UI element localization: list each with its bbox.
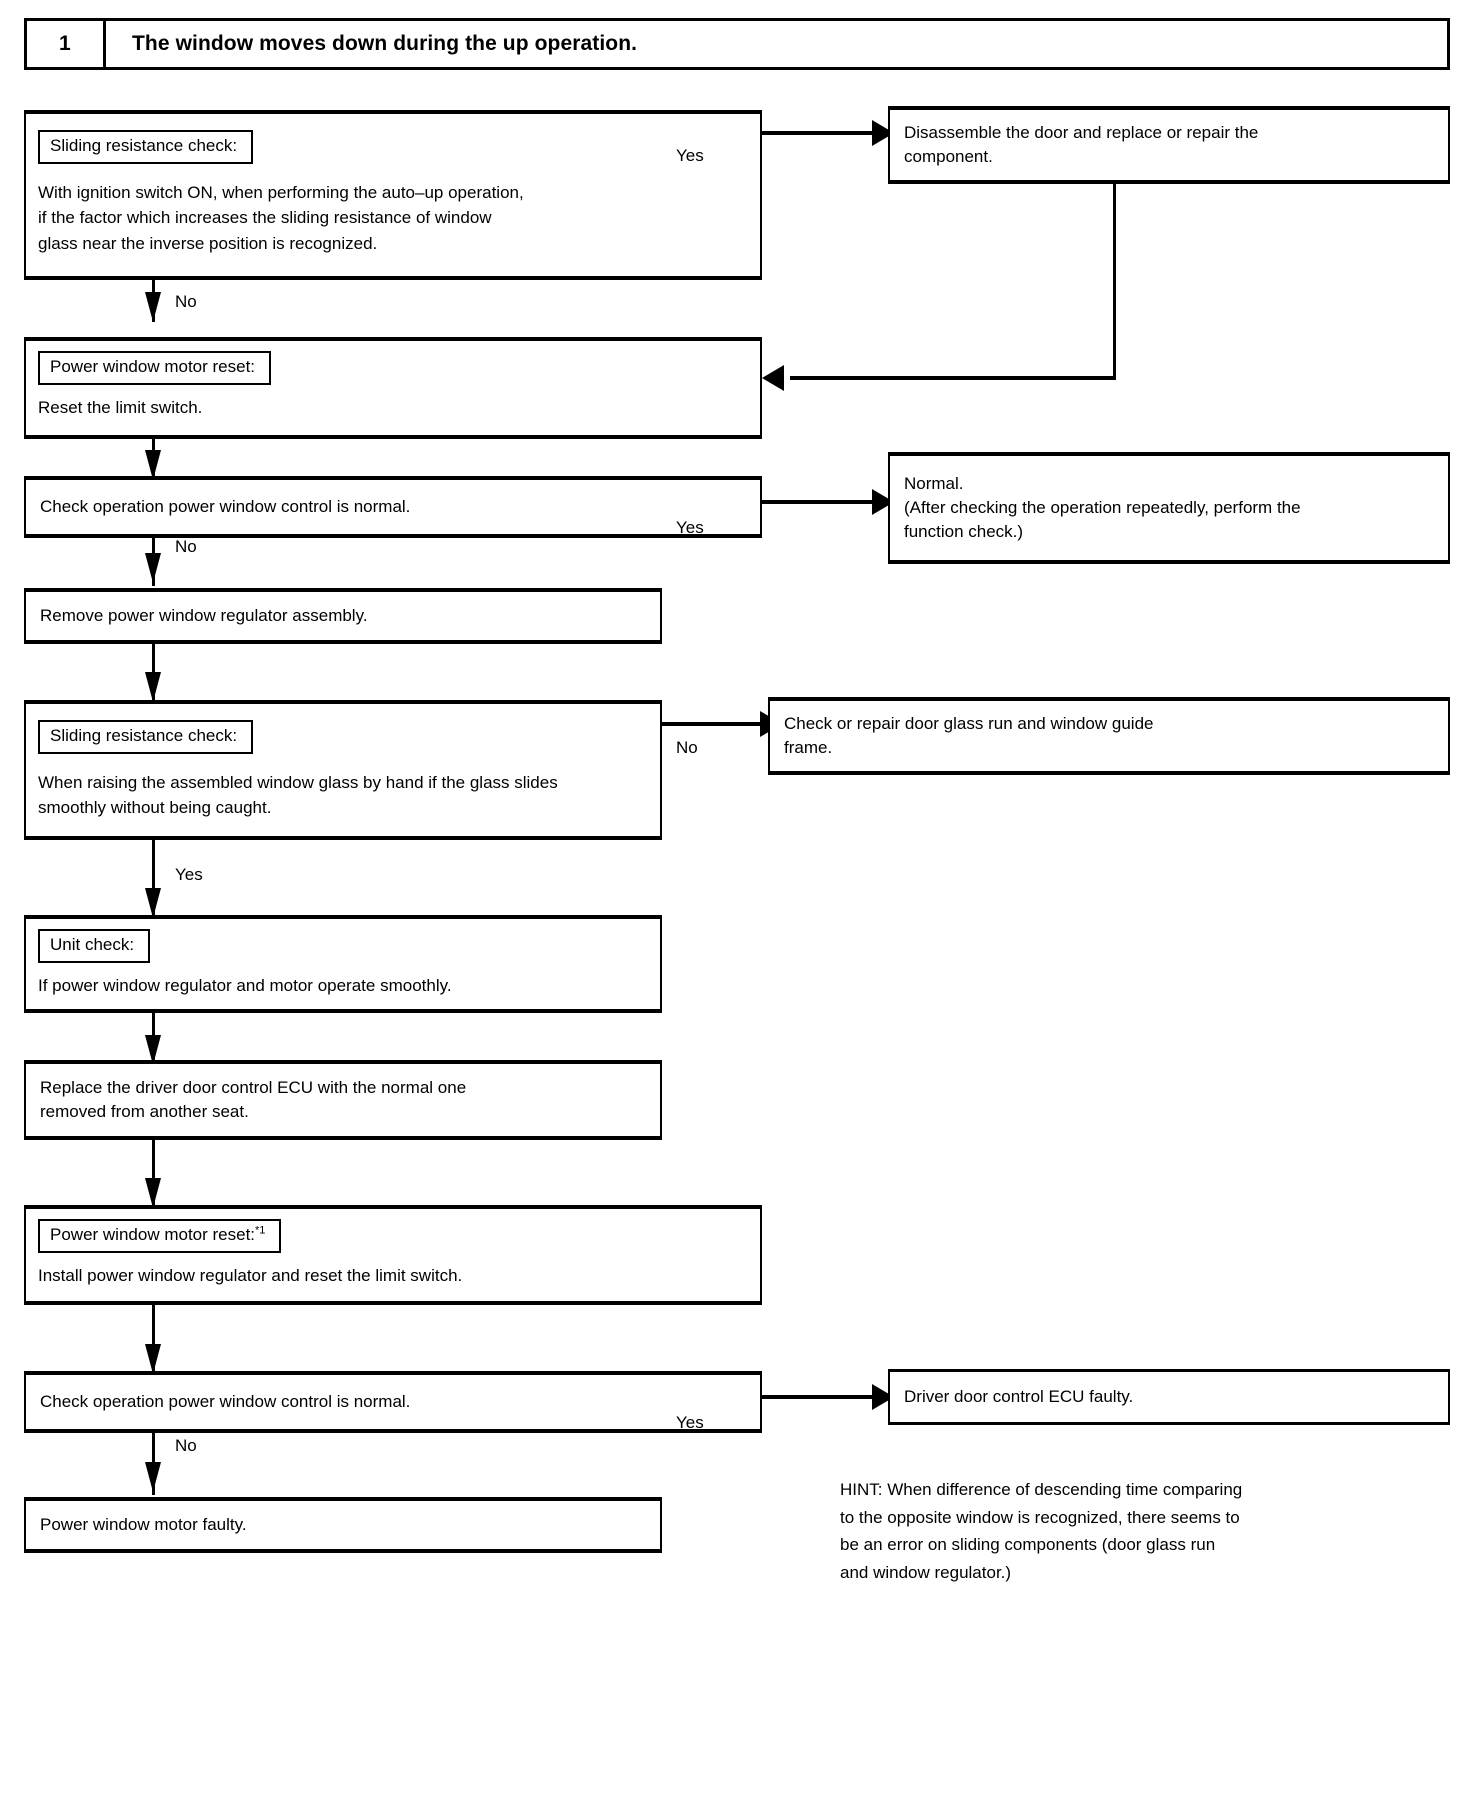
branch-label-yes-4: Yes — [676, 1413, 704, 1432]
box-caption-motor-reset-2: Power window motor reset:*1 — [38, 1219, 282, 1253]
branch-label-yes-2: Yes — [676, 518, 704, 537]
box-text-sliding-check-1: With ignition switch ON, when performing… — [38, 182, 524, 253]
page-title: The window moves down during the up oper… — [132, 32, 638, 55]
box-caption-motor-reset-2-text: Power window motor reset: — [50, 1225, 256, 1244]
box-text-remove-regulator: Remove power window regulator assembly. — [40, 605, 368, 625]
arrowhead-to-sliding-check-2-icon — [145, 672, 161, 702]
branch-label-no-2: No — [175, 537, 197, 556]
box-caption-motor-reset-2-note: *1 — [255, 1224, 266, 1237]
box-text-motor-reset-1: Reset the limit switch. — [38, 397, 203, 417]
box-caption-unit-check: Unit check: — [38, 929, 151, 963]
box-remove-regulator: Remove power window regulator assembly. — [24, 588, 662, 644]
connector-yes-1 — [762, 131, 892, 135]
box-motor-reset-1: Power window motor reset: Reset the limi… — [24, 337, 762, 439]
connector-no-3 — [662, 722, 780, 726]
arrowhead-no-1-icon — [145, 292, 161, 322]
arrowhead-to-check-operation-2-icon — [145, 1344, 161, 1374]
box-text-replace-ecu: Replace the driver door control ECU with… — [40, 1077, 467, 1121]
arrowhead-to-motor-reset-2-icon — [145, 1178, 161, 1208]
box-normal-result: Normal. (After checking the operation re… — [888, 452, 1450, 564]
arrowhead-return-icon — [762, 365, 784, 391]
flowchart-header: 1 The window moves down during the up op… — [24, 18, 1450, 70]
connector-to-check-operation-2 — [152, 1305, 155, 1373]
box-motor-reset-2: Power window motor reset:*1 Install powe… — [24, 1205, 762, 1305]
box-text-check-operation-1: Check operation power window control is … — [40, 496, 411, 516]
box-sliding-resistance-check-1: Sliding resistance check: With ignition … — [24, 110, 762, 280]
box-caption-motor-reset-1: Power window motor reset: — [38, 351, 272, 385]
box-replace-ecu: Replace the driver door control ECU with… — [24, 1060, 662, 1140]
arrowhead-no-2-icon — [145, 553, 161, 583]
box-text-check-door-glass-run: Check or repair door glass run and windo… — [784, 713, 1154, 757]
box-text-disassemble-door: Disassemble the door and replace or repa… — [904, 122, 1259, 166]
box-motor-faulty: Power window motor faulty. — [24, 1497, 662, 1553]
box-sliding-resistance-check-2: Sliding resistance check: When raising t… — [24, 700, 662, 840]
arrowhead-to-check-operation-1-icon — [145, 450, 161, 480]
connector-yes-3 — [152, 840, 155, 918]
box-ecu-faulty: Driver door control ECU faulty. — [888, 1369, 1450, 1425]
arrowhead-to-replace-ecu-icon — [145, 1035, 161, 1065]
box-text-motor-reset-2: Install power window regulator and reset… — [38, 1265, 463, 1285]
connector-yes-4 — [762, 1395, 892, 1399]
box-check-operation-1: Check operation power window control is … — [24, 476, 762, 538]
arrowhead-no-4-icon — [145, 1462, 161, 1492]
branch-label-no-3: No — [676, 738, 698, 757]
branch-label-no-1: No — [175, 292, 197, 311]
box-check-door-glass-run: Check or repair door glass run and windo… — [768, 697, 1450, 775]
box-text-normal-result: Normal. (After checking the operation re… — [904, 473, 1301, 542]
connector-return-vertical — [1113, 184, 1116, 379]
header-number: 1 — [27, 21, 106, 67]
box-text-check-operation-2: Check operation power window control is … — [40, 1391, 411, 1411]
box-caption-sliding-check-2: Sliding resistance check: — [38, 720, 254, 754]
box-unit-check: Unit check: If power window regulator an… — [24, 915, 662, 1013]
branch-label-yes-1: Yes — [676, 146, 704, 165]
arrowhead-yes-3-icon — [145, 888, 161, 918]
box-check-operation-2: Check operation power window control is … — [24, 1371, 762, 1433]
connector-to-motor-reset-2 — [152, 1140, 155, 1208]
box-disassemble-door: Disassemble the door and replace or repa… — [888, 106, 1450, 184]
connector-yes-2 — [762, 500, 892, 504]
box-text-sliding-check-2: When raising the assembled window glass … — [38, 772, 558, 818]
connector-return-horizontal — [790, 376, 1116, 380]
box-text-motor-faulty: Power window motor faulty. — [40, 1514, 247, 1534]
hint-text: HINT: When difference of descending time… — [840, 1480, 1243, 1582]
box-text-unit-check: If power window regulator and motor oper… — [38, 975, 452, 995]
box-text-ecu-faulty: Driver door control ECU faulty. — [904, 1386, 1134, 1406]
branch-label-yes-3: Yes — [175, 865, 203, 884]
box-caption-sliding-check-1: Sliding resistance check: — [38, 130, 254, 164]
branch-label-no-4: No — [175, 1436, 197, 1455]
